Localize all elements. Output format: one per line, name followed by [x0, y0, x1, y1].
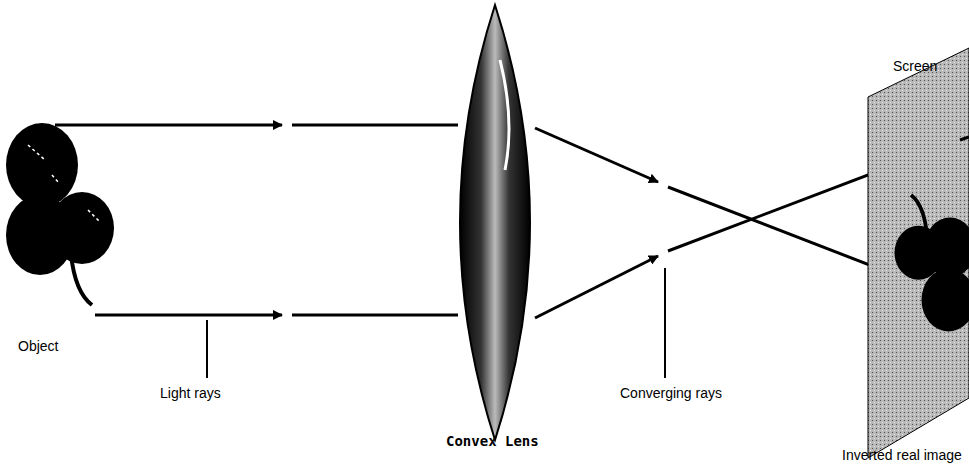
rays-label: Converging rays — [620, 385, 722, 401]
screen — [868, 48, 969, 458]
object-clover — [6, 123, 114, 305]
image-label: Inverted real image — [842, 447, 962, 463]
light-rays — [55, 125, 458, 315]
object-label: Object — [18, 338, 58, 354]
lens-highlight — [500, 60, 509, 170]
leader-line — [206, 320, 208, 378]
screen-label: Screen — [893, 58, 937, 74]
convex-lens — [460, 5, 530, 440]
inverted-image — [895, 195, 969, 332]
lens-label: Convex Lens — [446, 433, 539, 449]
leader-line — [664, 268, 666, 378]
rays-label: Light rays — [160, 385, 221, 401]
